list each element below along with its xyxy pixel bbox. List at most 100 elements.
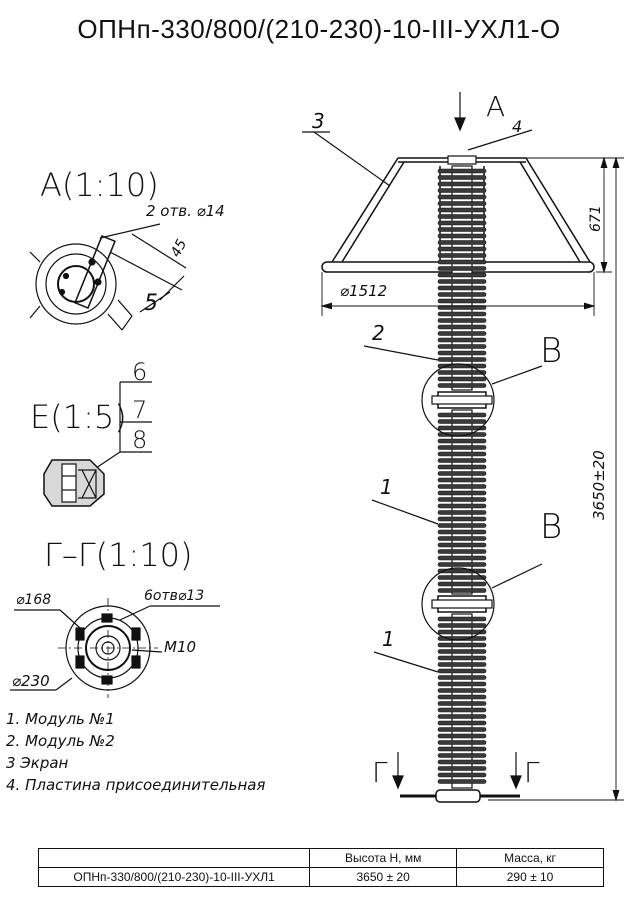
view-g-m10: М10 bbox=[164, 638, 196, 656]
insulator-shed bbox=[437, 720, 487, 726]
legend-item: 3 Экран bbox=[6, 754, 69, 772]
dimension-1512 bbox=[320, 272, 596, 316]
section-g-right: Г bbox=[524, 756, 540, 789]
view-a-dim-45: 45 bbox=[168, 237, 191, 260]
view-g-d168: ⌀168 bbox=[16, 592, 51, 608]
insulator-shed bbox=[437, 740, 487, 745]
insulator-shed bbox=[437, 194, 487, 200]
insulator-shed bbox=[437, 675, 487, 680]
callout-b-label-2: В bbox=[540, 507, 562, 547]
insulator-shed bbox=[437, 477, 487, 483]
insulator-shed bbox=[437, 246, 487, 252]
insulator-shed bbox=[437, 694, 487, 700]
insulator-shed bbox=[437, 438, 487, 444]
insulator-shed bbox=[437, 324, 487, 330]
insulator-shed bbox=[437, 490, 487, 496]
view-g-title: Г–Г(1:10) bbox=[44, 536, 192, 574]
insulator-shed bbox=[437, 201, 487, 206]
insulator-shed bbox=[437, 227, 487, 232]
spec-cell-mass: 290 ± 10 bbox=[456, 867, 604, 887]
spec-table-header: Высота Н, мм Масса, кг bbox=[37, 848, 604, 868]
position-3: 3 bbox=[312, 109, 325, 133]
insulator-shed bbox=[437, 253, 487, 258]
insulator-shed bbox=[437, 175, 487, 180]
insulator-shed bbox=[437, 279, 487, 284]
dimension-height-label: 3650±20 bbox=[590, 450, 608, 520]
insulator-shed bbox=[437, 207, 487, 213]
view-a-dim-5: 5 bbox=[144, 291, 158, 316]
insulator-shed bbox=[437, 305, 487, 310]
insulator-shed bbox=[437, 344, 487, 349]
insulator-shed bbox=[437, 766, 487, 771]
legend-item: 4. Пластина присоединительная bbox=[6, 776, 266, 794]
drawing-title: ОПНп-330/800/(210-230)-10-III-УХЛ1-О bbox=[77, 14, 561, 44]
insulator-shed bbox=[437, 772, 487, 778]
leader-3 bbox=[313, 131, 391, 187]
insulator-shed bbox=[437, 549, 487, 554]
insulator-shed bbox=[437, 562, 487, 567]
view-e-part-7: 7 bbox=[132, 396, 147, 424]
dimension-1512-label: ⌀1512 bbox=[340, 282, 387, 300]
insulator-shed bbox=[437, 542, 487, 548]
base-plate bbox=[435, 789, 481, 803]
callout-b-leader-1 bbox=[491, 365, 543, 385]
insulator-shed bbox=[437, 419, 487, 424]
position-2: 2 bbox=[372, 321, 385, 345]
insulator-shed bbox=[437, 688, 487, 693]
spec-header-model bbox=[37, 848, 311, 868]
insulator-shed bbox=[437, 464, 487, 470]
insulator-shed bbox=[437, 707, 487, 713]
insulator-core bbox=[451, 165, 473, 391]
dimension-671-label: 671 bbox=[588, 205, 604, 232]
view-e-part-8: 8 bbox=[132, 426, 147, 454]
insulator-shed bbox=[437, 701, 487, 706]
insulator-shed bbox=[437, 292, 487, 297]
spec-cell-model: ОПНп-330/800/(210-230)-10-III-УХЛ1 bbox=[37, 867, 311, 887]
insulator-shed bbox=[437, 458, 487, 463]
module-joint-1-flange bbox=[431, 395, 493, 405]
insulator-shed bbox=[437, 298, 487, 304]
insulator-shed bbox=[437, 623, 487, 628]
insulator-shed bbox=[437, 168, 487, 174]
insulator-shed bbox=[437, 516, 487, 522]
spec-header-height: Высота Н, мм bbox=[309, 848, 458, 868]
insulator-shed bbox=[437, 536, 487, 541]
callout-b-circle-2 bbox=[421, 567, 495, 641]
leader-2 bbox=[363, 345, 439, 361]
position-1b: 1 bbox=[382, 627, 395, 651]
insulator-shed bbox=[437, 655, 487, 661]
legend-item: 2. Модуль №2 bbox=[6, 732, 115, 750]
view-g-detail bbox=[10, 598, 220, 698]
leader-1a bbox=[371, 499, 439, 525]
insulator-shed bbox=[437, 510, 487, 515]
leader-1b bbox=[373, 651, 439, 673]
insulator-shed bbox=[437, 555, 487, 561]
insulator-shed bbox=[437, 497, 487, 502]
insulator-shed bbox=[437, 259, 487, 265]
spec-header-mass: Масса, кг bbox=[456, 848, 604, 868]
insulator-shed bbox=[437, 272, 487, 278]
insulator-shed bbox=[437, 568, 487, 574]
insulator-shed bbox=[437, 588, 487, 593]
insulator-shed bbox=[437, 181, 487, 187]
insulator-shed bbox=[437, 240, 487, 245]
insulator-shed bbox=[437, 311, 487, 317]
arrow-a-label: А bbox=[486, 90, 505, 123]
insulator-shed bbox=[437, 350, 487, 356]
insulator-shed bbox=[437, 370, 487, 375]
insulator-shed bbox=[437, 383, 487, 388]
insulator-shed bbox=[437, 451, 487, 457]
callout-b-circle-1 bbox=[421, 363, 495, 437]
insulator-shed bbox=[437, 753, 487, 758]
spec-table-row: ОПНп-330/800/(210-230)-10-III-УХЛ1 3650 … bbox=[37, 867, 604, 887]
callout-b-leader-2 bbox=[491, 563, 543, 589]
view-e-detail bbox=[43, 459, 105, 507]
view-a-arrow bbox=[454, 92, 466, 132]
insulator-shed bbox=[437, 714, 487, 719]
insulator-shed bbox=[437, 425, 487, 431]
insulator-shed bbox=[437, 575, 487, 580]
arrow-a-part-4: 4 bbox=[512, 117, 522, 136]
view-e-leaders bbox=[95, 381, 152, 469]
insulator-shed bbox=[437, 471, 487, 476]
insulator-shed bbox=[437, 337, 487, 343]
